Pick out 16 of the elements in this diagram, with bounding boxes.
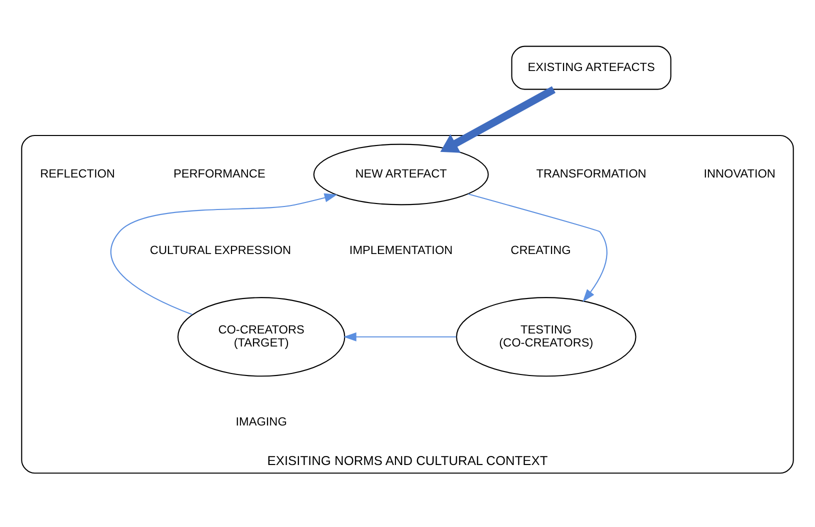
label: REFLECTION [40,166,115,180]
label: PERFORMANCE [173,166,266,180]
node-ellipse: NEW ARTEFACT [313,143,489,205]
label: IMPLEMENTATION [349,242,453,257]
label: TRANSFORMATION [536,166,646,180]
label: INNOVATION [704,166,776,180]
node-ellipse: TESTING (CO-CREATORS) [456,296,636,376]
arrow [468,193,608,302]
arrow [110,192,338,315]
label: CULTURAL EXPRESSION [150,242,292,257]
arrow [343,332,456,341]
node-ellipse: CO-CREATORS (TARGET) [177,296,346,376]
label: CREATING [510,242,571,257]
arrow [440,86,556,152]
node-box: EXISTING ARTEFACTS [511,45,672,90]
label: IMAGING [236,414,287,428]
